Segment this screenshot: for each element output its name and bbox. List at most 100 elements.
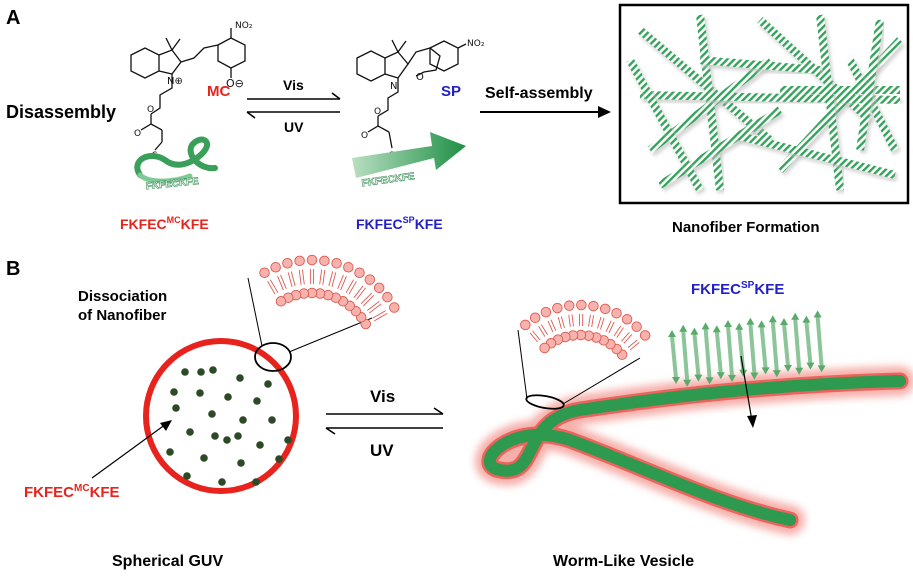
- lipid-head: [599, 303, 611, 315]
- monomer-dot: [218, 478, 226, 486]
- monomer-dot: [268, 416, 276, 424]
- monomer-dots: [166, 366, 292, 486]
- fiber: [856, 19, 884, 151]
- monomer-dot: [256, 441, 264, 449]
- lipid-head: [552, 302, 563, 314]
- monomer-dot: [239, 416, 247, 424]
- lipid-tail: [616, 327, 624, 338]
- beta-strand-head: [746, 317, 755, 325]
- lipid-tail: [290, 271, 296, 287]
- fiber: [639, 91, 901, 104]
- monomer-dot: [224, 393, 232, 401]
- lipid-head: [343, 261, 354, 273]
- lipid-tail: [547, 320, 554, 333]
- lipid-tail: [571, 314, 574, 327]
- lipid-head: [389, 302, 400, 313]
- sp-molecule-structure: [356, 39, 467, 149]
- monomer-dot: [211, 432, 219, 440]
- fiber: [657, 106, 783, 189]
- o-sp-label: O: [416, 72, 424, 83]
- beta-strand: [815, 316, 824, 367]
- lipid-tail: [532, 330, 541, 341]
- lipid-head: [621, 313, 633, 325]
- lipid-head: [382, 291, 393, 303]
- beta-strand-head: [772, 370, 781, 378]
- lipid-head: [270, 261, 281, 273]
- coiled-peptide-icon: [134, 136, 218, 184]
- beta-strand-head: [784, 365, 792, 372]
- beta-strand-head: [728, 375, 736, 382]
- beta-strand-head: [795, 367, 804, 375]
- equilibrium-arrows-a: [246, 92, 341, 119]
- n-plus-label: N⊕: [167, 76, 183, 87]
- beta-strand-head: [757, 320, 766, 328]
- monomer-dot: [208, 410, 216, 418]
- beta-strand-head: [817, 365, 826, 373]
- lipid-tail: [591, 315, 595, 328]
- lipid-head: [563, 300, 575, 311]
- spherical-guv-label: Spherical GUV: [112, 553, 223, 570]
- beta-strand-head: [672, 377, 680, 384]
- lipid-tail: [337, 274, 344, 289]
- beta-strand-head: [683, 379, 692, 387]
- uv-label-b: UV: [370, 441, 394, 460]
- lipid-head: [520, 319, 531, 331]
- self-assembly-arrow: [480, 106, 611, 118]
- fkfec-mc-kfe-label-b: FKFECMCKFE: [24, 483, 120, 501]
- lipid-tail: [345, 279, 355, 293]
- monomer-dot: [236, 374, 244, 382]
- fiber: [734, 131, 896, 179]
- lipid-tail: [348, 281, 357, 295]
- lipid-head: [611, 308, 622, 319]
- fkfec-sp-kfe-label: FKFECSPKFE: [356, 215, 443, 232]
- beta-strand: [770, 321, 779, 372]
- strand-pointer-arrow: [740, 355, 757, 428]
- monomer-dot: [181, 368, 189, 376]
- lipid-tail: [363, 295, 375, 307]
- lipid-tail: [277, 275, 284, 291]
- beta-strand: [703, 328, 712, 379]
- fiber: [626, 58, 704, 192]
- beta-strand: [782, 323, 790, 367]
- lipid-head: [294, 255, 305, 267]
- monomer-dot: [284, 436, 292, 444]
- monomer-dot: [196, 389, 204, 397]
- beta-strand-head: [739, 369, 748, 377]
- zoom-line-left-1: [247, 277, 263, 347]
- lipid-tail: [568, 314, 571, 327]
- beta-strand-head: [694, 374, 703, 382]
- beta-strand-head: [768, 315, 777, 323]
- monomer-dot: [172, 404, 180, 412]
- sp-label: SP: [441, 83, 461, 100]
- nanofiber-network: [626, 14, 906, 196]
- lipid-tail: [529, 332, 538, 343]
- lipid-tail: [267, 281, 276, 295]
- monomer-dot: [166, 448, 174, 456]
- no2-top-label: NO₂: [235, 21, 253, 31]
- equilibrium-arrows-b: [325, 407, 444, 435]
- worm-like-vesicle-label: Worm-Like Vesicle: [553, 553, 694, 570]
- monomer-dot: [252, 478, 260, 486]
- beta-strand: [714, 331, 723, 374]
- worm-like-vesicle: [475, 366, 913, 535]
- lipid-tail: [538, 326, 546, 337]
- monomer-dot: [170, 388, 178, 396]
- monomer-dot: [234, 432, 242, 440]
- lipid-tail: [623, 334, 633, 344]
- lipid-tail: [374, 312, 388, 322]
- zoom-circle-left: [254, 342, 292, 372]
- beta-strand-arrow-icon: [352, 132, 466, 178]
- lipid-head: [275, 296, 287, 307]
- beta-strand-head: [735, 322, 744, 330]
- lipid-tail: [319, 269, 323, 285]
- lipid-head: [282, 257, 293, 269]
- lipid-tail: [301, 269, 305, 285]
- monomer-dot: [200, 454, 208, 462]
- beta-strand-head: [701, 322, 710, 330]
- lipid-head: [588, 300, 599, 312]
- lipid-tail: [360, 292, 372, 304]
- beta-strand-head: [716, 372, 725, 380]
- beta-strand: [681, 330, 690, 381]
- beta-strand-head: [690, 327, 699, 335]
